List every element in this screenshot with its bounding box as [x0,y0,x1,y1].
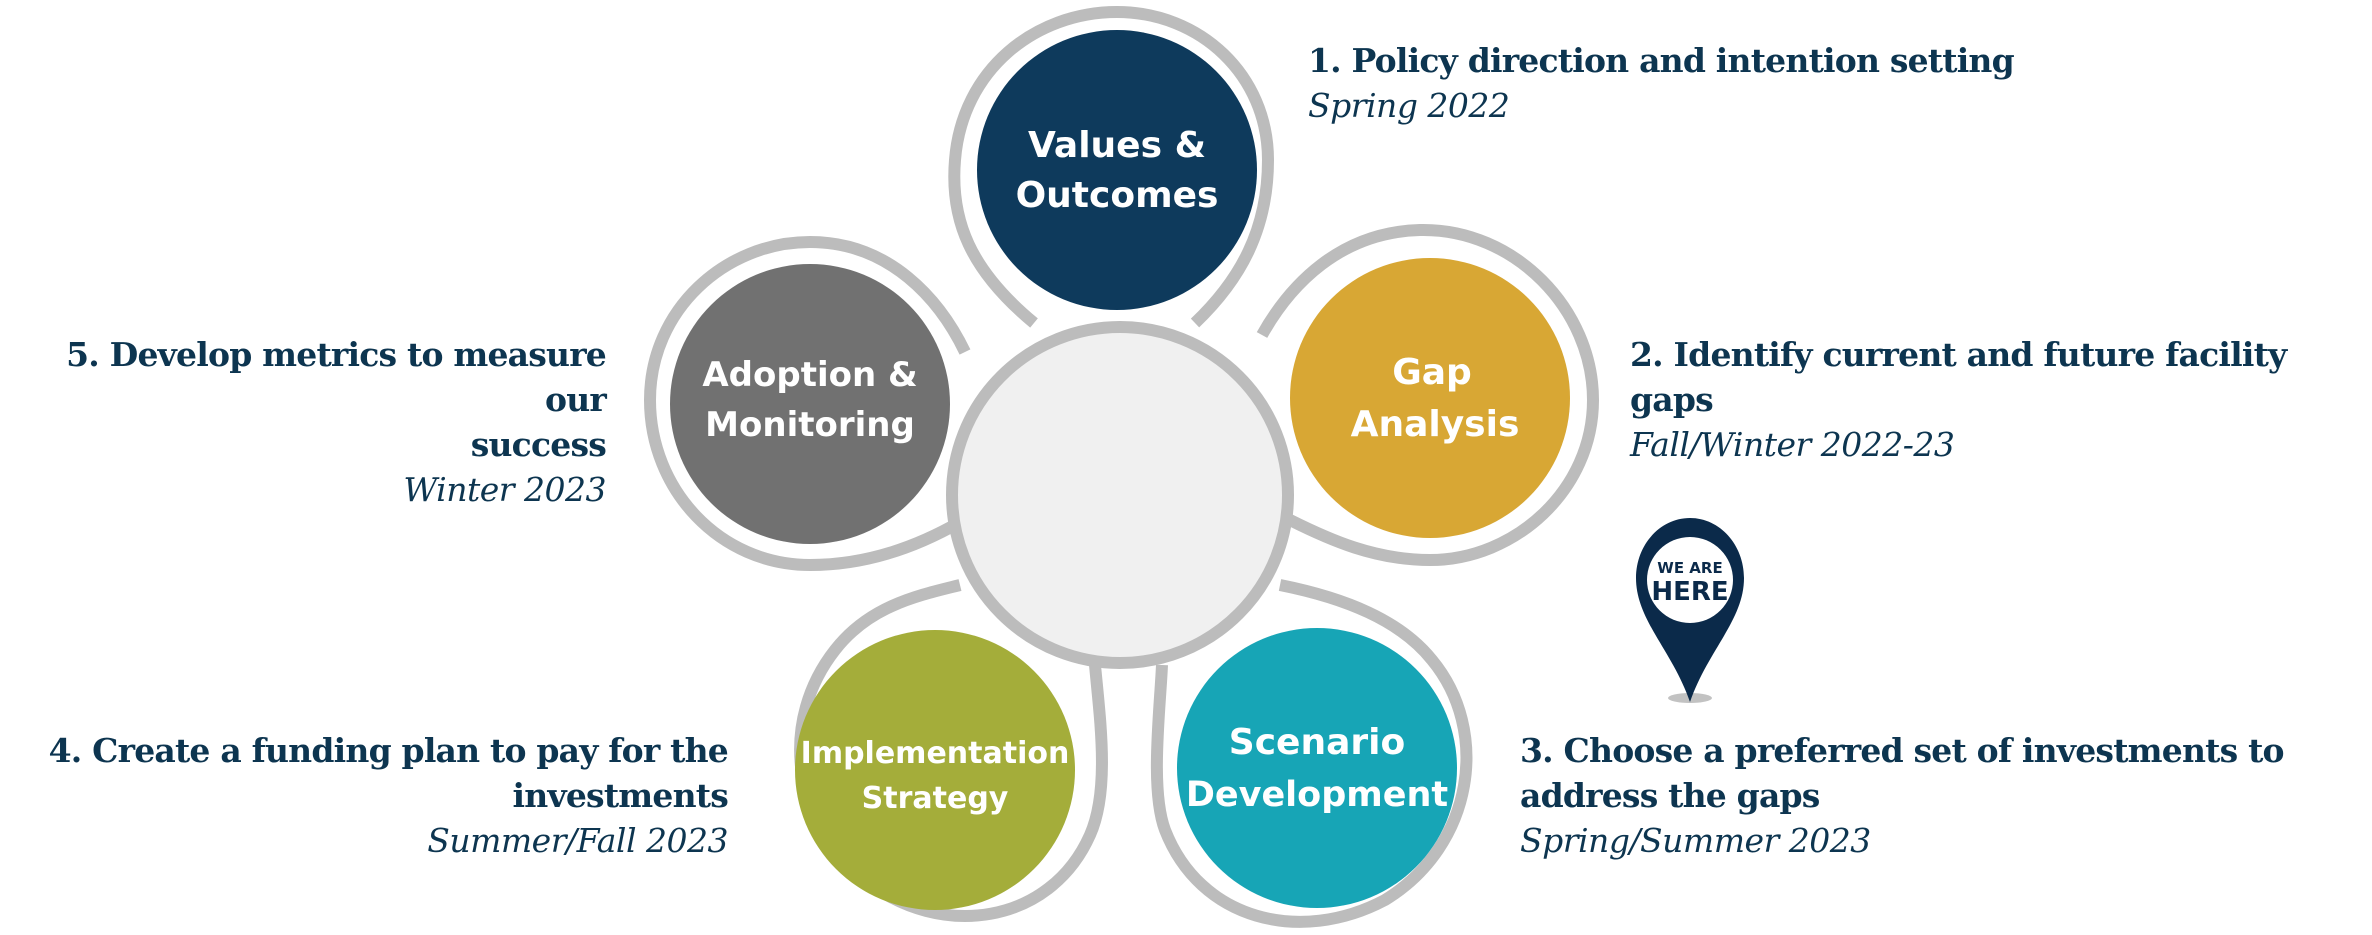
step-3-title-line-2: address the gaps [1520,776,1820,815]
node-adoption: Adoption & Monitoring [670,264,950,544]
center-circle [946,321,1294,669]
step-3-title-line-1: 3. Choose a preferred set of investments… [1520,731,2285,770]
step-3-date: Spring/Summer 2023 [1520,821,1871,860]
pin-inner-circle [1647,537,1733,623]
step-2-title: 2. Identify current and future facility … [1630,335,2287,419]
ring-gap [1256,223,1600,567]
step-5-title-line-1: 5. Develop metrics to measure our [66,335,607,419]
node-values-label-line-2: Outcomes [1016,175,1219,216]
node-values-circle [977,30,1257,310]
pin-text-line-2: HERE [1651,577,1728,607]
node-gap: Gap Analysis [1290,258,1570,538]
step-4-title-line-1: 4. Create a funding plan to pay for the [48,731,729,770]
node-adoption-label-line-2: Monitoring [705,405,915,445]
node-scenario-circle [1177,628,1457,908]
node-adoption-circle [670,264,950,544]
ring-values [948,5,1275,328]
node-values-label-line-1: Values & [1028,125,1206,166]
node-implementation: Implementation Strategy [795,630,1075,910]
ring-scenario [1150,579,1473,928]
node-gap-circle [1290,258,1570,538]
node-implementation-label-line-2: Strategy [862,781,1009,816]
node-gap-label-line-2: Analysis [1351,404,1520,445]
pin-text-line-1: WE ARE [1657,559,1722,577]
step-2-date: Fall/Winter 2022-23 [1630,425,1955,464]
step-5-date: Winter 2023 [403,470,606,509]
node-adoption-label-line-1: Adoption & [702,355,917,395]
node-implementation-label-line-1: Implementation [801,736,1070,771]
we-are-here-pin-icon: WE ARE HERE [1636,518,1744,703]
step-1-date: Spring 2022 [1308,86,1510,125]
node-scenario-label-line-2: Development [1186,775,1448,815]
step-4-title-line-2: investments [512,776,729,815]
node-gap-label-line-1: Gap [1392,352,1472,393]
node-values: Values & Outcomes [977,30,1257,310]
step-1: 1. Policy direction and intention settin… [1308,38,2068,128]
step-3: 3. Choose a preferred set of investments… [1520,728,2340,863]
step-5: 5. Develop metrics to measure our succes… [8,332,607,512]
node-scenario: Scenario Development [1177,628,1457,908]
step-2: 2. Identify current and future facility … [1630,332,2370,467]
ring-adoption [643,235,971,572]
step-4: 4. Create a funding plan to pay for the … [40,728,729,863]
step-1-title: 1. Policy direction and intention settin… [1308,41,2015,80]
step-4-date: Summer/Fall 2023 [427,821,728,860]
node-implementation-circle [795,630,1075,910]
node-scenario-label-line-1: Scenario [1229,722,1405,763]
connector-rings [643,5,1600,928]
step-5-title-line-2: success [470,425,607,464]
